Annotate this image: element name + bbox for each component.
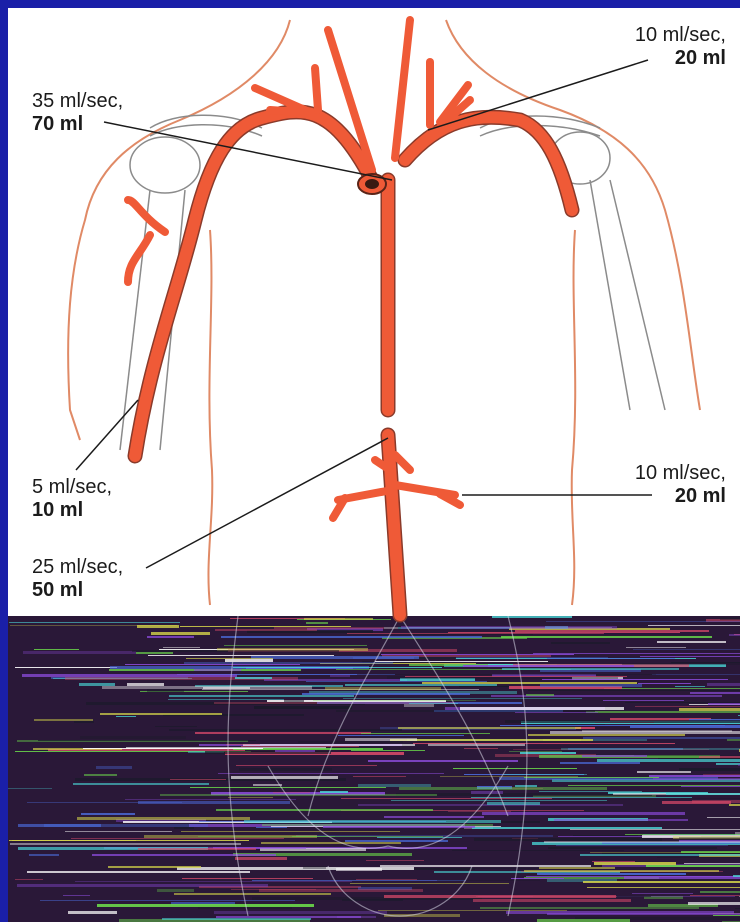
label-abdominal: 25 ml/sec, 50 ml (32, 556, 123, 602)
label-right-subclavian: 10 ml/sec, 20 ml (560, 24, 726, 70)
label-rate: 5 ml/sec, (32, 476, 112, 499)
label-rate: 10 ml/sec, (560, 24, 726, 47)
label-rate: 25 ml/sec, (32, 556, 123, 579)
label-aortic-arch: 35 ml/sec, 70 ml (32, 90, 123, 136)
aortic-lumen (365, 179, 379, 189)
label-renal: 10 ml/sec, 20 ml (560, 462, 726, 508)
label-volume: 70 ml (32, 113, 123, 136)
label-rate: 35 ml/sec, (32, 90, 123, 113)
label-brachial: 5 ml/sec, 10 ml (32, 476, 112, 522)
label-volume: 20 ml (560, 485, 726, 508)
label-rate: 10 ml/sec, (560, 462, 726, 485)
label-volume: 10 ml (32, 499, 112, 522)
label-volume: 20 ml (560, 47, 726, 70)
leader-line-5 (146, 438, 388, 568)
label-volume: 50 ml (32, 579, 123, 602)
